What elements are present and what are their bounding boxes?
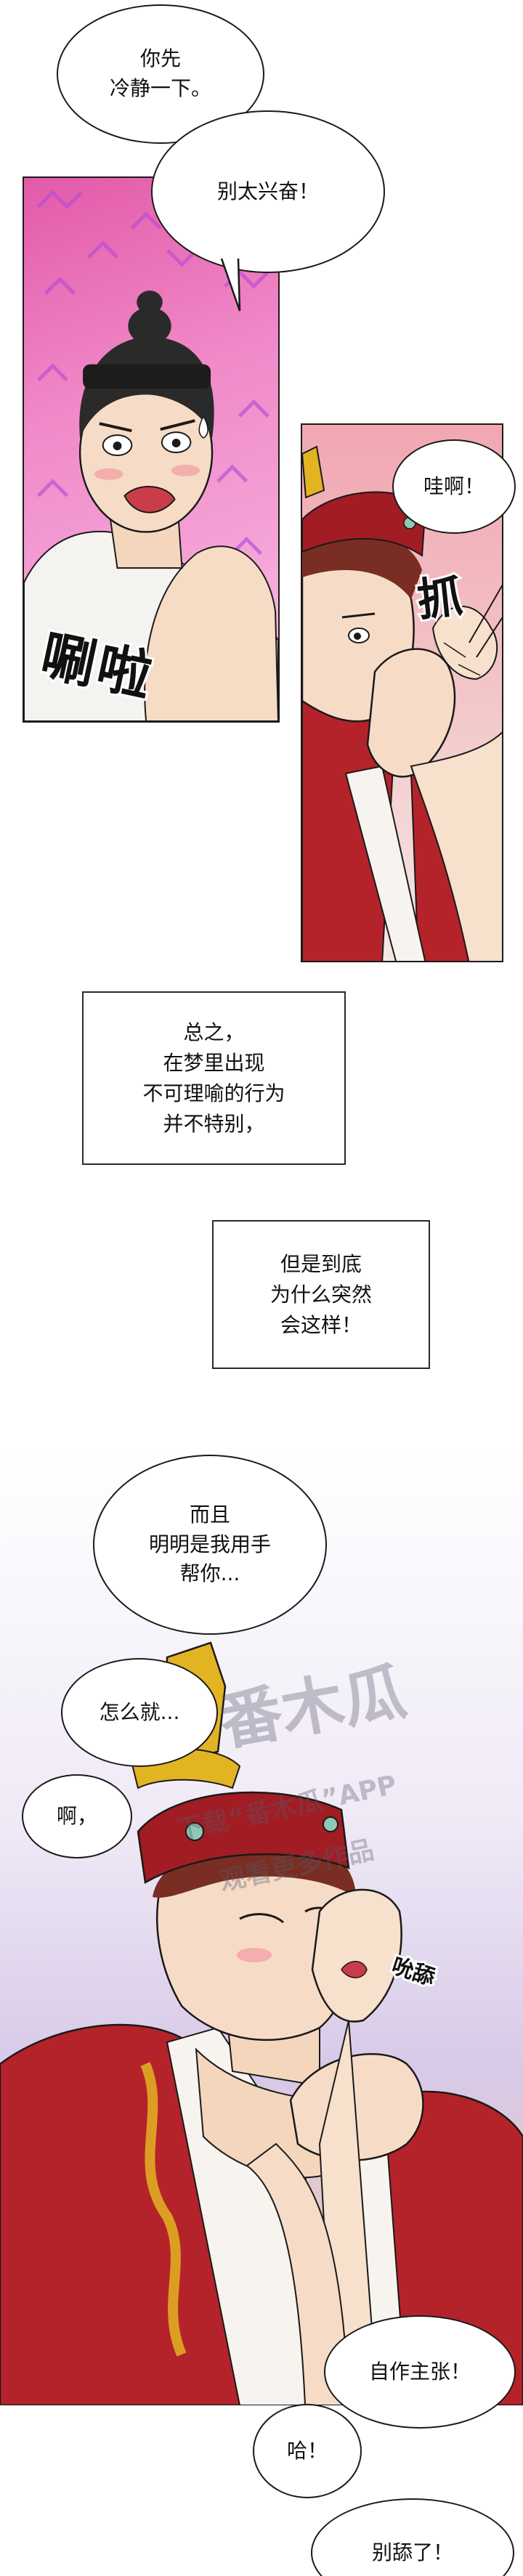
bubble-text: 怎么就... (99, 1699, 180, 1724)
narration-box-1: 总之， 在梦里出现 不可理喻的行为 并不特别， (82, 991, 346, 1165)
bubble-text: 自作主张！ (368, 2359, 471, 2384)
speech-bubble-wow: 哇啊！ (392, 439, 516, 534)
zigzag-pattern (24, 190, 278, 721)
bubble-text: 哈！ (286, 2438, 328, 2463)
bubble-text: 而且 明明是我用手 帮你... (148, 1503, 271, 1586)
speech-bubble-presumptuous: 自作主张！ (324, 2315, 516, 2429)
panel-grab (301, 423, 503, 962)
speech-bubble-how-come: 怎么就... (61, 1658, 218, 1767)
grab-scene (302, 445, 502, 961)
speech-bubble-moreover: 而且 明明是我用手 帮你... (93, 1455, 327, 1635)
narration-box-2: 但是到底 为什么突然 会这样！ (212, 1220, 430, 1369)
sfx-grab: 抓 (413, 567, 467, 629)
bubble-text: 啊， (56, 1803, 97, 1828)
narration-text: 但是到底 为什么突然 会这样！ (269, 1251, 372, 1337)
bubble-text: 别舔了！ (371, 2540, 453, 2564)
bubble-text: 你先 冷静一下。 (109, 46, 211, 100)
bubble-tail (220, 259, 241, 312)
bubble-text: 别太兴奋！ (216, 179, 319, 203)
speech-bubble-ah: 啊， (22, 1774, 132, 1858)
speech-bubble-ha: 哈！ (253, 2404, 362, 2498)
panel-lick (0, 1447, 523, 2405)
speech-bubble-dont-excited: 别太兴奋！ (151, 110, 385, 273)
speech-bubble-dont-lick: 别舔了！ (311, 2498, 514, 2576)
narration-text: 总之， 在梦里出现 不可理喻的行为 并不特别， (142, 1020, 285, 1136)
bubble-text: 哇啊！ (423, 474, 485, 498)
